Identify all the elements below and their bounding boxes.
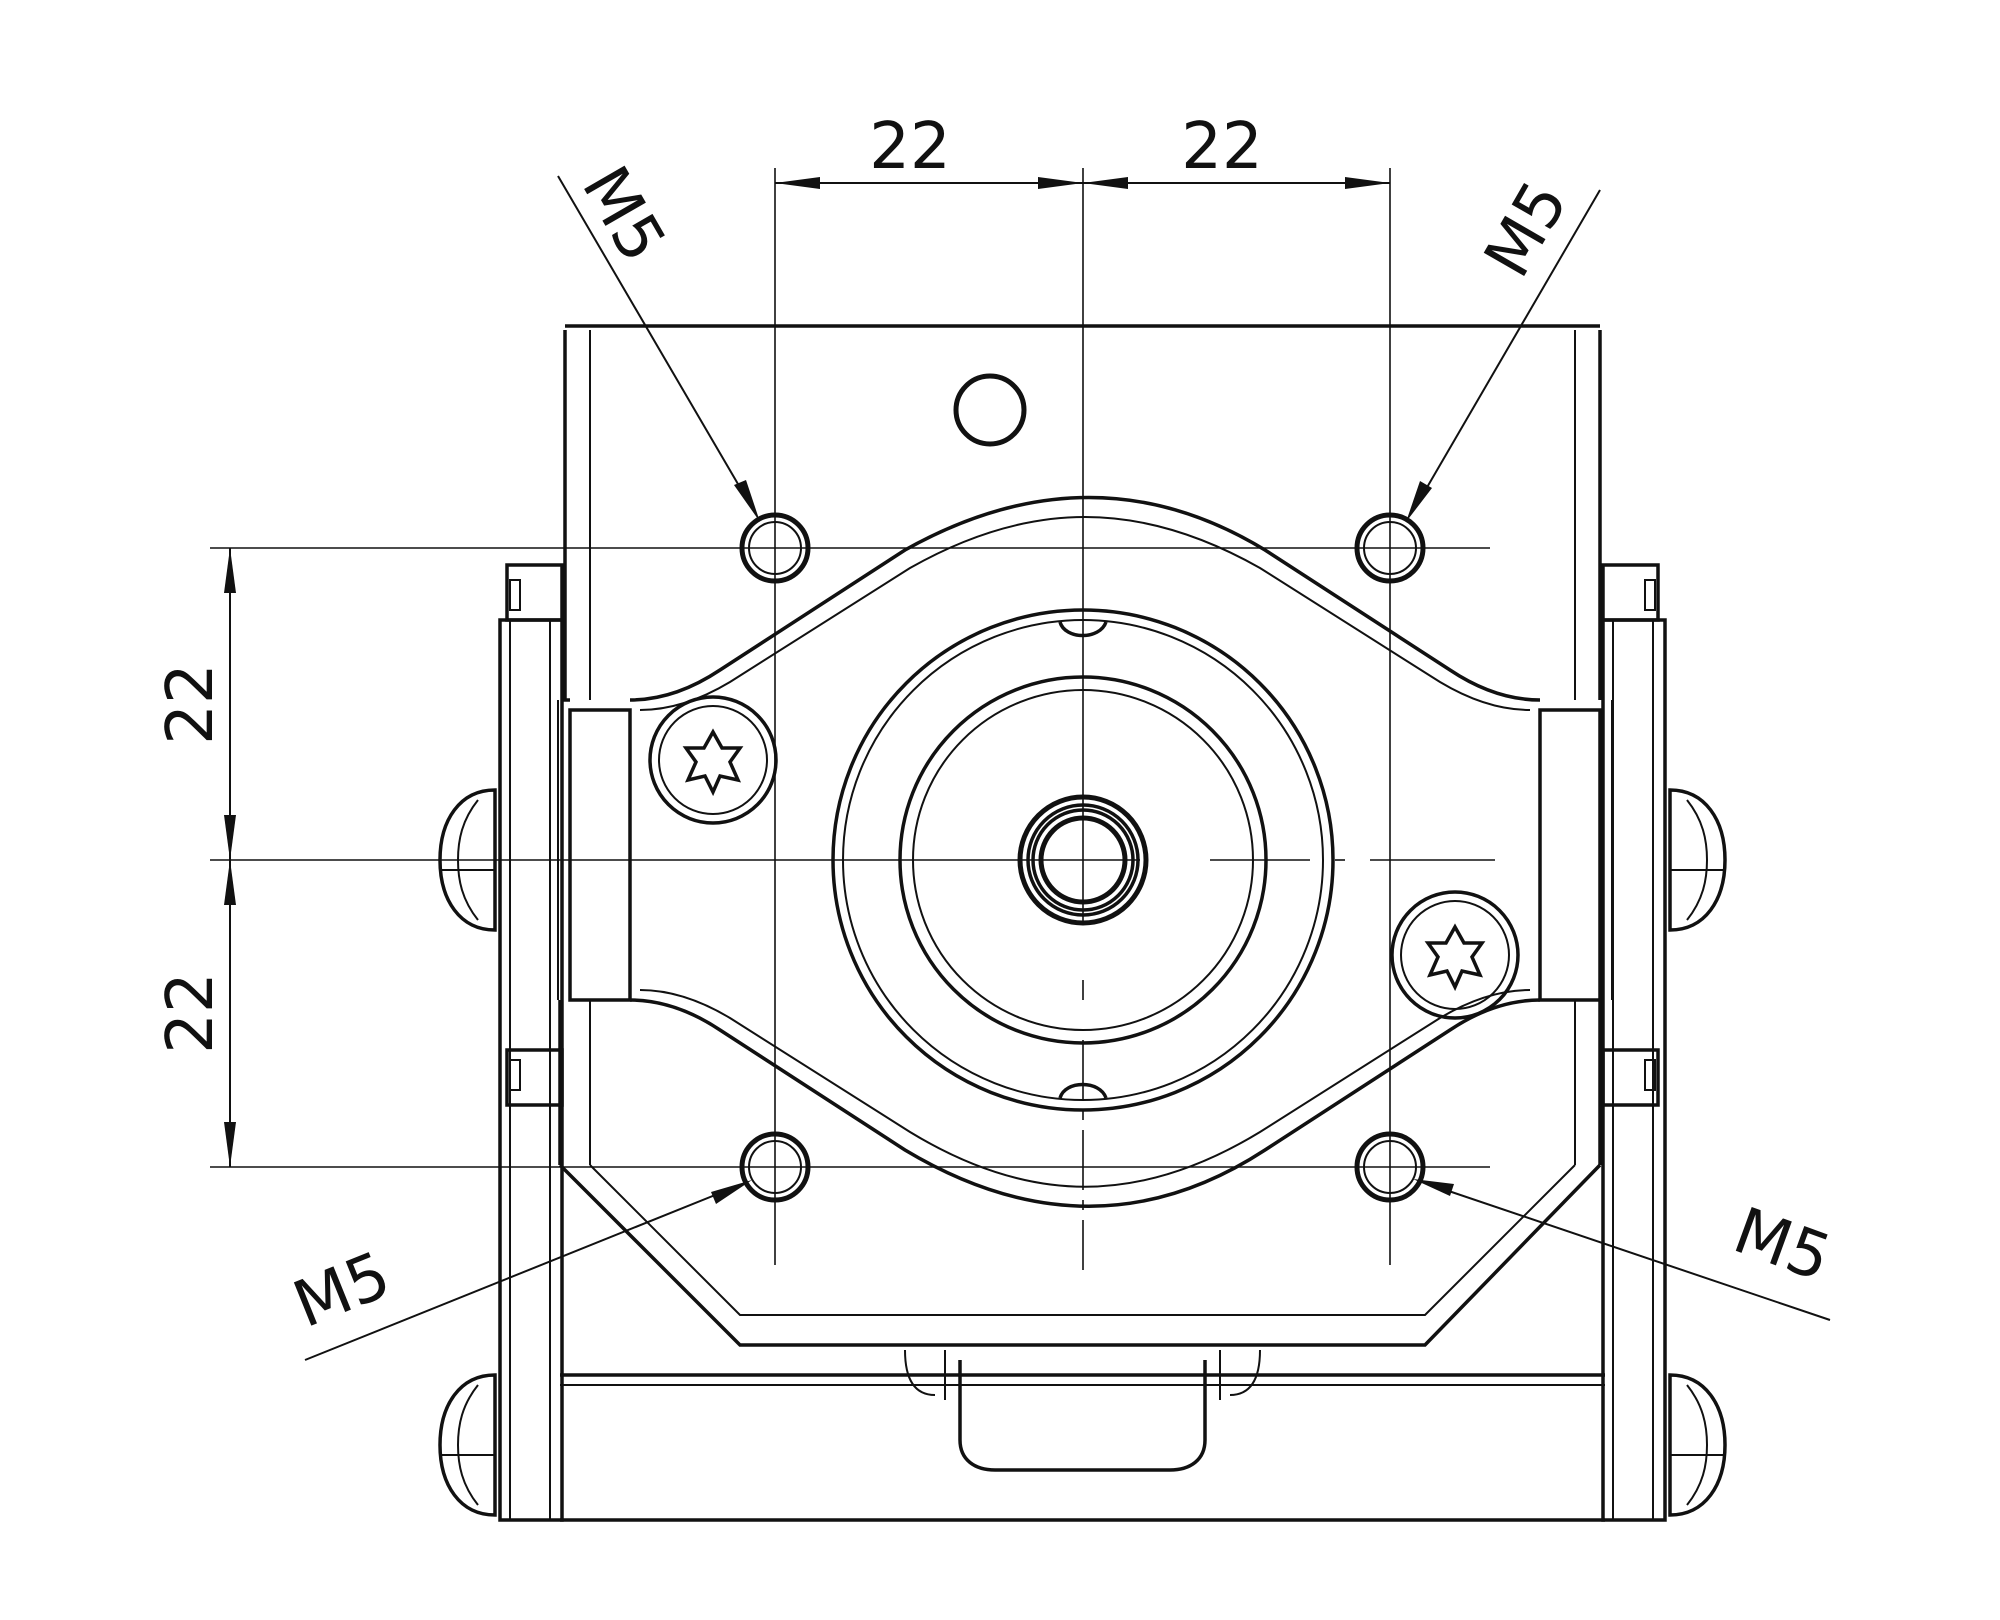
torx-screw-left [648, 695, 778, 825]
callout-bottom-left: M5 [284, 1180, 752, 1361]
callout-bottom-right-label: M5 [1724, 1194, 1839, 1296]
knob-right-upper [1668, 788, 1727, 932]
knob-left-lower [438, 1373, 497, 1517]
center-lines [210, 168, 1495, 1270]
knob-right-lower [1668, 1373, 1727, 1517]
callout-bottom-right: M5 [1413, 1179, 1840, 1321]
callout-top-left: M5 [557, 154, 760, 522]
bottom-crossbar [560, 1373, 1605, 1522]
callout-top-right: M5 [1406, 169, 1601, 522]
top-hole [953, 373, 1027, 447]
dimension-top: 22 22 [775, 110, 1390, 189]
callout-top-right-label: M5 [1471, 169, 1583, 289]
dim-top-left-label: 22 [869, 110, 950, 184]
left-bracket [498, 563, 564, 1522]
dim-left-upper-label: 22 [154, 663, 228, 744]
right-bracket [1601, 563, 1667, 1522]
dim-top-right-label: 22 [1181, 110, 1262, 184]
torx-screw-right [1390, 890, 1520, 1020]
dim-left-lower-label: 22 [154, 972, 228, 1053]
dimension-left: 22 22 [154, 548, 236, 1167]
callout-bottom-left-label: M5 [284, 1238, 401, 1343]
bottom-shaft [904, 1349, 1261, 1472]
callout-top-left-label: M5 [567, 154, 679, 274]
